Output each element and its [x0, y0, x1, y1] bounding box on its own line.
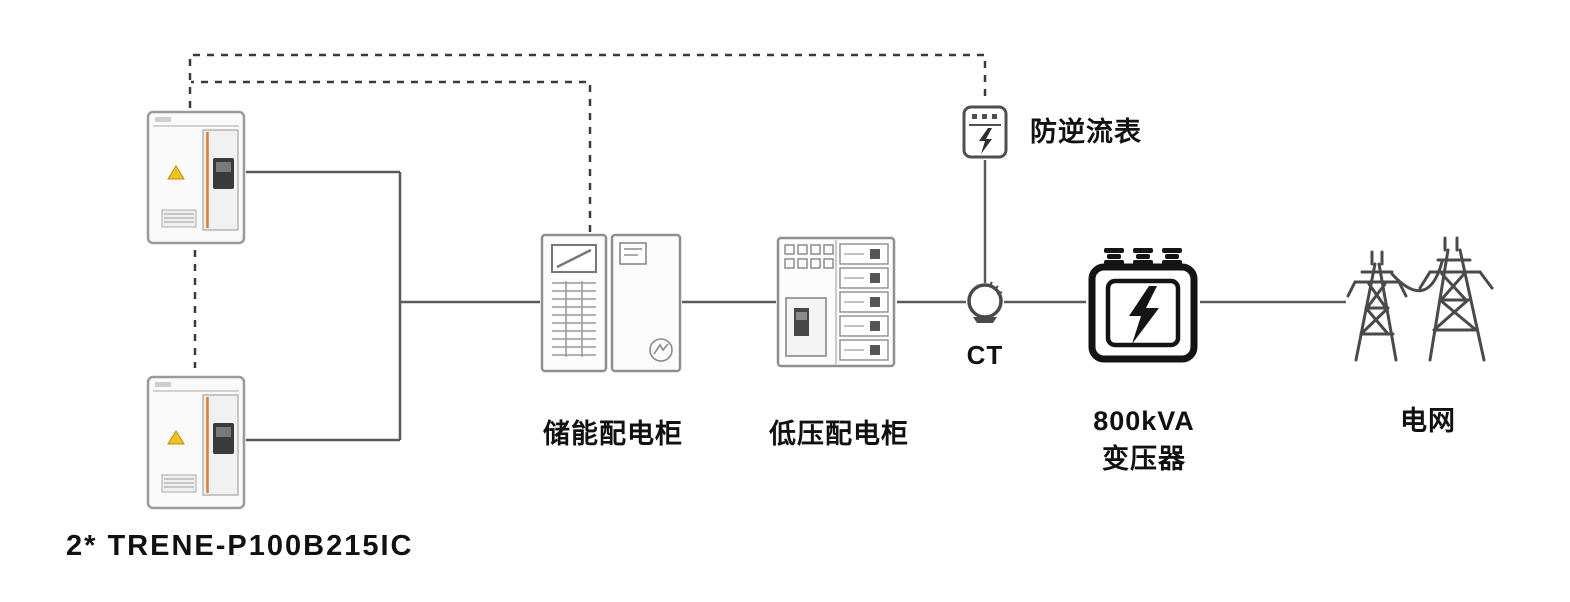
dashed-unit-to-meter [188, 53, 987, 108]
low-voltage-cabinet-icon [776, 236, 896, 368]
ct-base [973, 317, 997, 323]
lightning-bolt-icon [1129, 286, 1159, 344]
low-voltage-cabinet [776, 236, 896, 368]
battery-cabinet-icon [146, 375, 246, 510]
battery-cabinet-1 [146, 110, 246, 245]
power-grid-towers-icon [1346, 236, 1494, 362]
warning-triangle-icon [167, 430, 185, 445]
current-transformer-icon [967, 281, 1003, 323]
battery-units-label: 2* TRENE-P100B215IC [66, 530, 414, 562]
cabinet-logo [649, 338, 673, 362]
ct-label: CT [966, 340, 1004, 370]
transformer-label-line2: 变压器 [1102, 444, 1186, 474]
storage-cabinet-label: 储能配电柜 [543, 419, 683, 449]
anti-backflow-meter-icon [962, 105, 1008, 159]
grid-label: 电网 [1400, 406, 1456, 436]
warning-triangle-icon [167, 165, 185, 180]
current-transformer [963, 279, 1007, 327]
battery-cabinet-icon [146, 110, 246, 245]
battery-cabinet-2 [146, 375, 246, 510]
transformer-label-line1: 800kVA [1093, 406, 1195, 436]
power-grid [1344, 226, 1494, 366]
meter-label: 防逆流表 [1030, 117, 1142, 147]
lv-cabinet-label: 低压配电柜 [769, 419, 909, 449]
transformer-icon [1088, 248, 1198, 363]
storage-distribution-cabinet [540, 233, 682, 373]
dashed-storage-to-unit [191, 80, 592, 232]
anti-backflow-meter [961, 104, 1009, 160]
storage-distribution-cabinet-icon [540, 233, 682, 373]
transformer [1086, 246, 1200, 364]
transformer-label: 800kVA 变压器 [1058, 402, 1230, 478]
lightning-bolt-icon [979, 128, 992, 154]
